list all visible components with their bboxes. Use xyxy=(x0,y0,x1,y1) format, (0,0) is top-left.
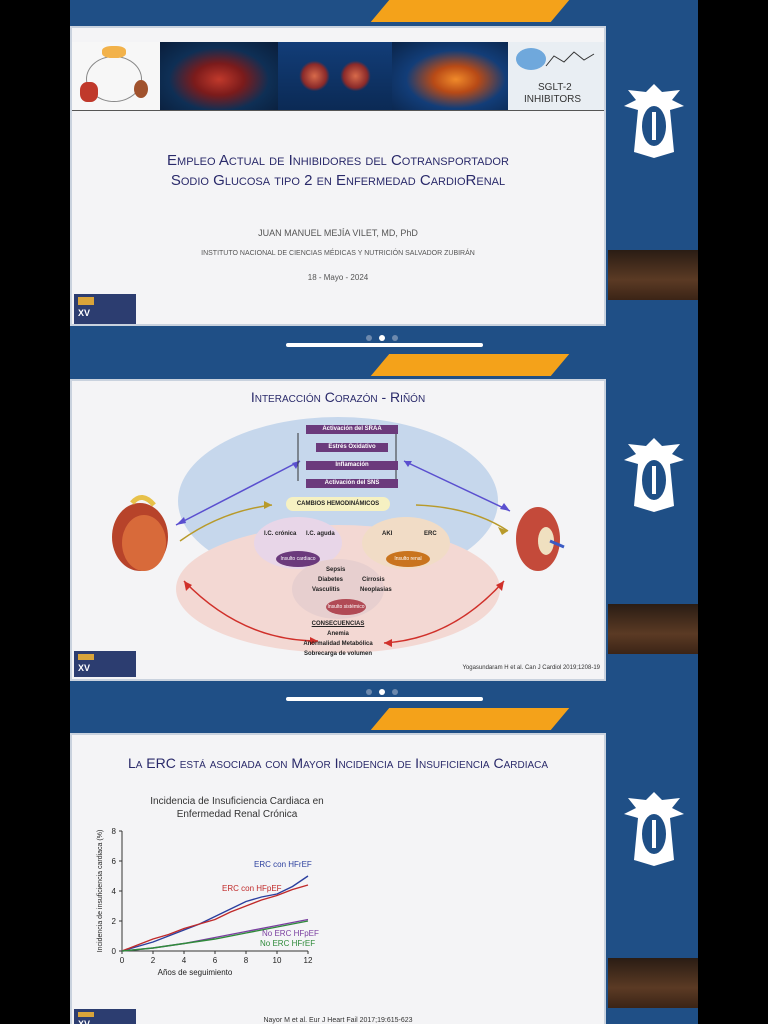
sglt2-molecule-image: SGLT-2 INHIBITORS xyxy=(508,42,604,110)
slide-title-line2: Sodio Glucosa tipo 2 en Enfermedad Cardi… xyxy=(170,172,506,189)
pagination-dot[interactable] xyxy=(366,335,372,341)
x-axis-label: Años de seguimiento xyxy=(158,968,233,977)
university-crest-icon xyxy=(620,82,688,160)
home-indicator[interactable] xyxy=(286,343,483,347)
header-stripe xyxy=(370,354,570,376)
y-tick-label: 4 xyxy=(112,887,117,896)
diabetes-label: Diabetes xyxy=(318,577,344,583)
x-tick-label: 0 xyxy=(120,956,125,965)
slide-title[interactable]: SGLT-2 INHIBITORS Empleo Actual de Inhib… xyxy=(70,26,606,326)
y-tick-label: 2 xyxy=(112,917,117,926)
sepsis-label: Sepsis xyxy=(326,567,346,573)
slide-pagination[interactable] xyxy=(366,689,398,695)
cambios-hemodinamicos: CAMBIOS HEMODINÁMICOS xyxy=(286,497,390,511)
congress-logo: XV xyxy=(74,651,136,677)
slide-erc-incidencia[interactable]: La ERC está asociada con Mayor Incidenci… xyxy=(70,733,606,1024)
institution-name: INSTITUTO NACIONAL DE CIENCIAS MÉDICAS Y… xyxy=(201,250,475,257)
box-estres: Estrés Oxidativo xyxy=(316,443,388,452)
cardiorenal-diagram-thumbnail xyxy=(72,42,160,110)
box-srraa: Activación del SRAA xyxy=(306,425,398,434)
slide-citation: Nayor M et al. Eur J Heart Fail 2017;19:… xyxy=(263,1017,413,1024)
box-inflamacion: Inflamación xyxy=(306,461,398,470)
y-tick-label: 6 xyxy=(112,857,117,866)
slide-interaccion[interactable]: Interacción Corazón - Riñón Activación d… xyxy=(70,379,606,681)
series-label: ERC con HFpEF xyxy=(222,884,282,893)
consecuencias-label: CONSECUENCIAS xyxy=(311,621,365,627)
series-label: ERC con HFrEF xyxy=(254,860,312,869)
erc-label: ERC xyxy=(424,531,437,537)
slide-pagination[interactable] xyxy=(366,335,398,341)
kidney-image xyxy=(278,42,392,110)
author-name: JUAN MANUEL MEJÍA VILET, MD, PhD xyxy=(258,228,418,238)
slide-title: Interacción Corazón - Riñón xyxy=(250,389,426,405)
series-line xyxy=(121,884,309,952)
pagination-dot[interactable] xyxy=(366,689,372,695)
insulto-sistemico: Insulto sistémico xyxy=(326,599,366,615)
y-axis-label: Incidencia de insuficiencia cardiaca (%) xyxy=(97,830,104,953)
pagination-dot[interactable] xyxy=(392,689,398,695)
congress-logo: XV xyxy=(74,294,136,324)
congress-logo: XV xyxy=(74,1009,136,1024)
university-crest-icon xyxy=(620,790,688,868)
y-tick-label: 8 xyxy=(112,827,117,836)
home-indicator[interactable] xyxy=(286,697,483,701)
neoplasias-label: Neoplasias xyxy=(360,587,392,593)
cirrosis-label: Cirrosis xyxy=(362,577,385,583)
header-stripe xyxy=(370,0,570,22)
ic-cronica-label: I.C. crónica xyxy=(264,531,297,537)
x-tick-label: 10 xyxy=(273,956,282,965)
consecuencia-volumen: Sobrecarga de volumen xyxy=(303,651,373,657)
presentation-date: 18 - Mayo - 2024 xyxy=(307,273,369,282)
speaker-camera-thumbnail xyxy=(608,958,698,1008)
series-label: No ERC HFpEF xyxy=(262,929,319,938)
banner-label: SGLT-2 xyxy=(538,82,572,93)
consecuencia-metabolica: Anormalidad Metabólica xyxy=(303,641,373,647)
banner-images: SGLT-2 INHIBITORS xyxy=(72,42,604,110)
ic-aguda-label: I.C. aguda xyxy=(306,531,335,537)
university-crest-icon xyxy=(620,436,688,514)
chart-title: Incidencia de Insuficiencia Cardiaca en … xyxy=(150,796,324,820)
x-tick-label: 8 xyxy=(244,956,249,965)
speaker-camera-thumbnail xyxy=(608,250,698,300)
consecuencia-anemia: Anemia xyxy=(327,631,349,637)
series-label: No ERC HFrEF xyxy=(260,939,315,948)
speaker-camera-thumbnail xyxy=(608,604,698,654)
series-line xyxy=(121,920,309,952)
banner-label: INHIBITORS xyxy=(524,94,582,105)
series-line xyxy=(121,875,309,952)
box-sns: Activación del SNS xyxy=(306,479,398,488)
pagination-dot[interactable] xyxy=(392,335,398,341)
x-tick-label: 6 xyxy=(213,956,218,965)
pancreas-image xyxy=(392,42,508,110)
y-tick-label: 0 xyxy=(112,947,117,956)
x-tick-label: 2 xyxy=(151,956,156,965)
aki-label: AKI xyxy=(382,531,393,537)
header-stripe xyxy=(370,708,570,730)
pagination-dot-active[interactable] xyxy=(379,689,385,695)
pagination-dot-active[interactable] xyxy=(379,335,385,341)
insulto-cardiaco: Insulto cardiaco xyxy=(276,551,320,567)
slide-title: La ERC está asociada con Mayor Incidenci… xyxy=(127,755,549,771)
insulto-renal: Insulto renal xyxy=(386,551,430,567)
slide-citation: Yogasundaram H et al. Can J Cardiol 2019… xyxy=(462,665,600,671)
vasculitis-label: Vasculitis xyxy=(312,587,340,593)
x-tick-label: 4 xyxy=(182,956,187,965)
x-tick-label: 12 xyxy=(304,956,313,965)
heart-image xyxy=(160,42,278,110)
slide-title-line1: Empleo Actual de Inhibidores del Cotrans… xyxy=(167,152,509,169)
